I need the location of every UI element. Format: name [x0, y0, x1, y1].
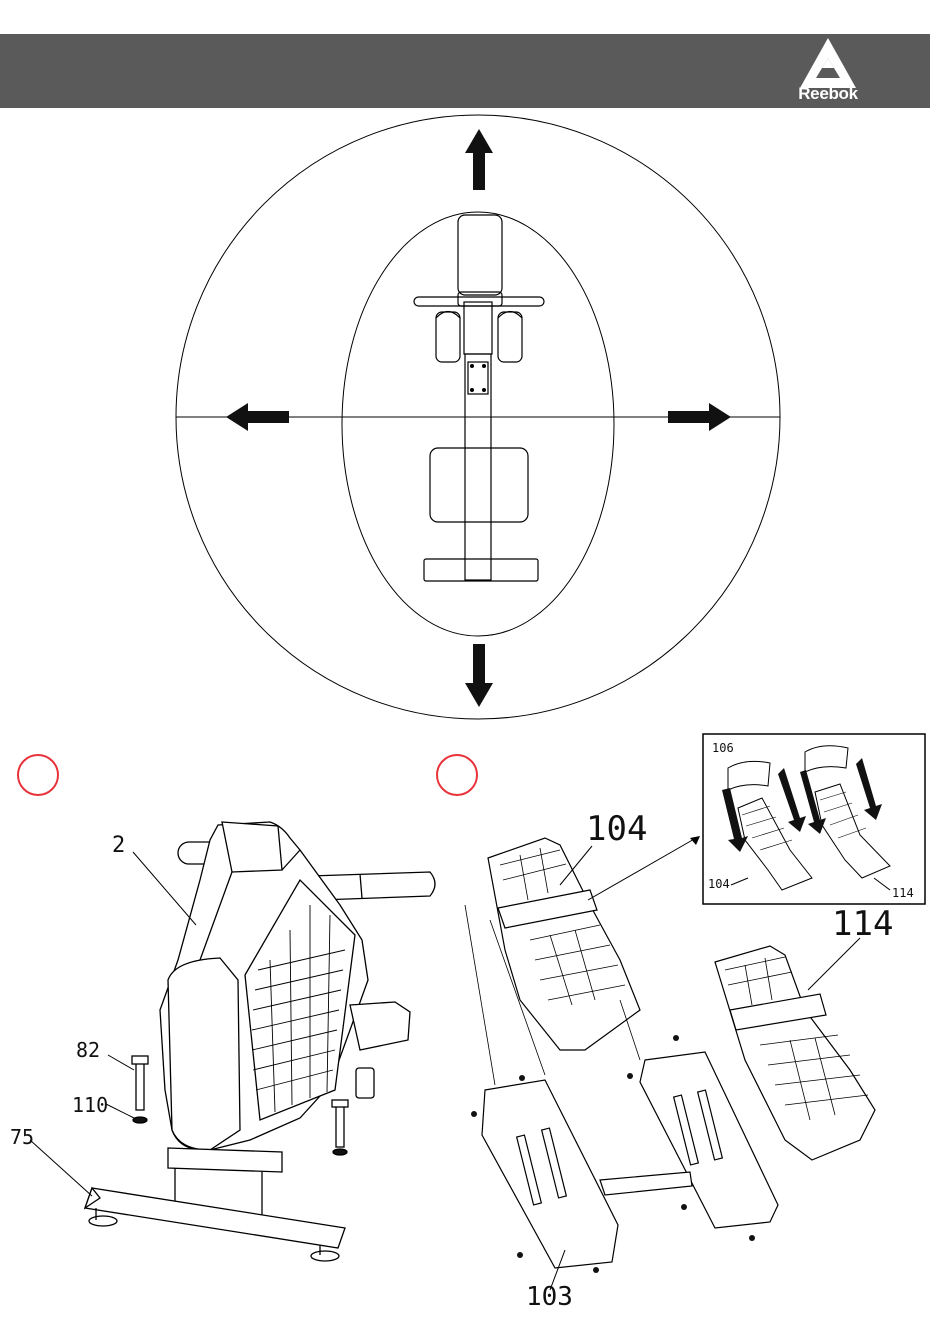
machine-footprint-ellipse [342, 212, 614, 636]
callout-part-103: 103 [526, 1282, 573, 1312]
callout-part-2: 2 [112, 833, 125, 858]
callout-part-110: 110 [72, 1093, 108, 1117]
step-marker-left [18, 755, 58, 795]
detail-inset: 106 104 114 [703, 734, 925, 904]
arrow-right-icon [668, 403, 731, 431]
inset-callout-part-106: 106 [712, 741, 734, 755]
callout-part-104: 104 [586, 809, 647, 849]
inset-callout-part-114: 114 [892, 886, 914, 900]
rower-top-view [414, 215, 544, 581]
arrow-up-icon [465, 129, 493, 190]
callout-part-75: 75 [10, 1125, 34, 1149]
callout-part-114: 114 [832, 904, 893, 944]
inset-callout-part-104: 104 [708, 877, 730, 891]
arrow-down-icon [465, 644, 493, 707]
arrow-left-icon [226, 403, 289, 431]
rower-front-assembly [85, 822, 435, 1261]
step-marker-right [437, 755, 477, 795]
callout-part-82: 82 [76, 1038, 100, 1062]
